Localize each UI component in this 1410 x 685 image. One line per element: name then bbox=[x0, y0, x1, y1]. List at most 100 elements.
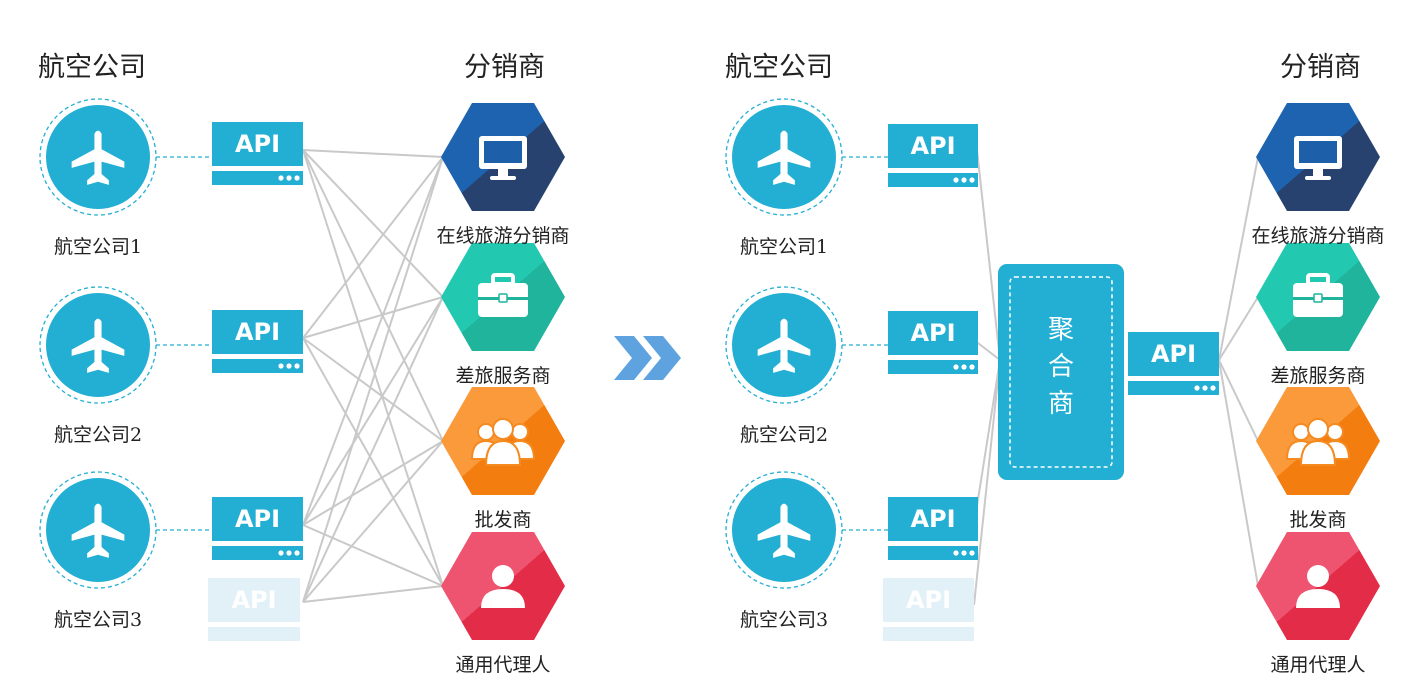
airline-dashed-ring bbox=[39, 286, 157, 404]
api-screen bbox=[888, 311, 978, 355]
monitor-icon bbox=[479, 136, 527, 180]
distributor-label: 批发商 bbox=[474, 509, 532, 531]
distributor-label: 通用代理人 bbox=[455, 654, 551, 676]
api-screen bbox=[212, 310, 303, 354]
api-base bbox=[1128, 381, 1219, 395]
mesh-line bbox=[302, 585, 444, 603]
distributor-link bbox=[1218, 296, 1259, 361]
aggregator-link bbox=[973, 359, 1001, 526]
api-base bbox=[212, 546, 303, 560]
mesh-line bbox=[302, 149, 444, 442]
airplane-icon bbox=[757, 503, 811, 558]
aggregator-link bbox=[973, 359, 1001, 606]
api-box-left-2 bbox=[212, 310, 303, 373]
api-screen bbox=[883, 578, 974, 622]
api-label: API bbox=[910, 319, 955, 347]
mesh-line bbox=[302, 149, 444, 158]
api-label: API bbox=[910, 505, 955, 533]
api-base bbox=[888, 173, 978, 187]
api-base bbox=[208, 627, 300, 641]
distributor-link bbox=[1218, 156, 1259, 361]
api-box-left-1 bbox=[212, 122, 303, 185]
api-box-left-faded bbox=[208, 578, 300, 641]
api-base bbox=[883, 627, 974, 641]
distributor-label: 在线旅游分销商 bbox=[436, 225, 570, 247]
mesh-line bbox=[302, 149, 444, 298]
monitor-icon bbox=[1294, 136, 1342, 180]
api-screen bbox=[208, 578, 300, 622]
api-dot bbox=[969, 550, 975, 556]
airline-dashed-ring bbox=[39, 98, 157, 216]
api-screen bbox=[1128, 332, 1219, 376]
api-screen bbox=[212, 497, 303, 541]
api-label: API bbox=[910, 132, 955, 160]
aggregator-box bbox=[998, 264, 1124, 480]
api-dot bbox=[969, 364, 975, 370]
api-label: API bbox=[1151, 340, 1196, 368]
api-box-right-faded bbox=[883, 578, 974, 641]
airplane-icon bbox=[71, 318, 125, 373]
airlines-header-right: 航空公司 bbox=[725, 52, 833, 83]
airline-dashed-ring bbox=[725, 98, 843, 216]
airline-dashed-ring bbox=[725, 286, 843, 404]
api-dot bbox=[1202, 385, 1208, 391]
aggregator-dashed-frame bbox=[1009, 276, 1113, 468]
person-icon bbox=[1296, 565, 1340, 608]
airplane-icon bbox=[71, 130, 125, 185]
api-box-aggregator bbox=[1128, 332, 1219, 395]
mesh-line bbox=[302, 440, 444, 526]
api-dot bbox=[286, 175, 292, 181]
api-label: API bbox=[235, 318, 280, 346]
mesh-line bbox=[302, 337, 444, 587]
airline-label: 航空公司2 bbox=[53, 424, 143, 446]
api-screen bbox=[888, 497, 978, 541]
api-dot bbox=[294, 550, 300, 556]
double-chevron-right-icon bbox=[614, 336, 681, 380]
api-label: API bbox=[231, 586, 276, 614]
group-icon bbox=[1285, 418, 1351, 466]
api-dot bbox=[286, 363, 292, 369]
api-label: API bbox=[235, 505, 280, 533]
api-box-right-2 bbox=[888, 311, 978, 374]
api-dot bbox=[961, 550, 967, 556]
aggregator-link bbox=[973, 339, 1001, 361]
aggregator-link bbox=[976, 149, 1001, 361]
mesh-line bbox=[302, 156, 444, 339]
airplane-icon bbox=[757, 318, 811, 373]
distributor-label: 差旅服务商 bbox=[455, 365, 551, 387]
connector-lines bbox=[156, 149, 1259, 606]
mesh-line bbox=[302, 524, 444, 587]
briefcase-icon bbox=[478, 273, 528, 317]
airline-label: 航空公司1 bbox=[53, 236, 143, 258]
mesh-line bbox=[302, 156, 444, 526]
distributors-header-right: 分销商 bbox=[1280, 52, 1361, 83]
mesh-line bbox=[302, 296, 444, 339]
api-base bbox=[212, 359, 303, 373]
airplane-icon bbox=[757, 130, 811, 185]
api-base bbox=[212, 171, 303, 185]
mesh-line bbox=[302, 296, 444, 526]
api-dot bbox=[961, 364, 967, 370]
api-dot bbox=[1194, 385, 1200, 391]
distributor-label: 批发商 bbox=[1289, 509, 1347, 531]
distributor-label: 通用代理人 bbox=[1270, 654, 1366, 676]
api-dot bbox=[286, 550, 292, 556]
api-dot bbox=[278, 363, 284, 369]
aggregator-label-char: 聚 bbox=[1048, 315, 1074, 345]
api-dot bbox=[1210, 385, 1216, 391]
distributor-link bbox=[1218, 359, 1259, 442]
mesh-line bbox=[302, 296, 444, 603]
aggregator-outer bbox=[998, 264, 1124, 480]
api-dot bbox=[969, 177, 975, 183]
distributor-label: 差旅服务商 bbox=[1270, 365, 1366, 387]
airline-label: 航空公司3 bbox=[53, 609, 143, 631]
mesh-line bbox=[302, 156, 444, 603]
mesh-line bbox=[302, 149, 444, 587]
api-box-right-3 bbox=[888, 497, 978, 560]
api-dot bbox=[953, 364, 959, 370]
briefcase-icon bbox=[1293, 273, 1343, 317]
distributors-header-left: 分销商 bbox=[464, 52, 545, 83]
airplane-icon bbox=[71, 503, 125, 558]
mesh-line bbox=[302, 337, 444, 442]
api-dot bbox=[278, 175, 284, 181]
